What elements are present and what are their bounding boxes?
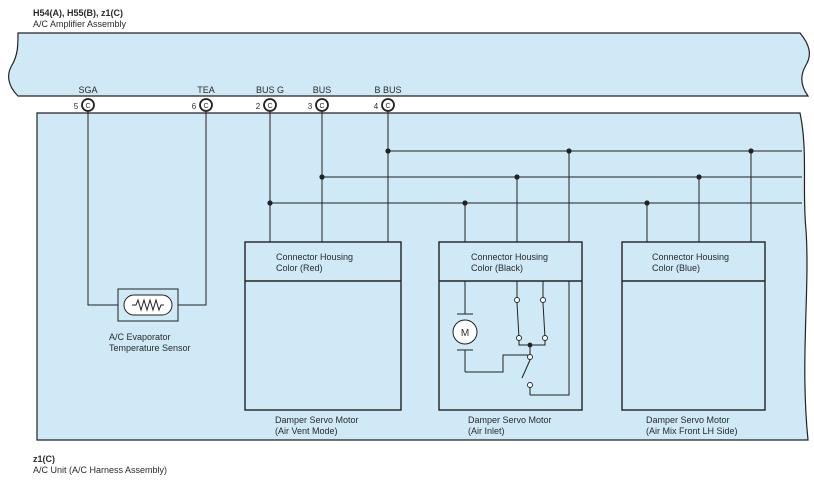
junction-dots (267, 148, 754, 206)
terminal-bus-pin: 3 (308, 102, 313, 111)
terminal-bbus-pin: 4 (374, 102, 379, 111)
limit-switch-contacts (514, 297, 548, 388)
terminal-busg-label: BUS G (256, 85, 284, 95)
housing-blue-line1: Connector Housing (652, 252, 729, 262)
terminal-connector-bus: C (315, 98, 329, 112)
damper-servo-motor-air-inlet (438, 241, 583, 411)
svg-text:C: C (319, 103, 324, 110)
air-inlet-internal-circuit (464, 281, 570, 396)
ac-unit-block (36, 112, 809, 441)
housing-red-line1: Connector Housing (276, 252, 353, 262)
unit-name: A/C Unit (A/C Harness Assembly) (33, 465, 167, 475)
motor-air-inlet-label-line2: (Air Inlet) (468, 426, 505, 436)
terminal-bbus-label: B BUS (374, 85, 401, 95)
terminal-connector-busg: C (263, 98, 277, 112)
amplifier-code: H54(A), H55(B), z1(C) (33, 8, 123, 18)
terminal-bus-label: BUS (313, 85, 332, 95)
terminal-connector-sga: C (81, 98, 95, 112)
sensor-label-line2: Temperature Sensor (109, 343, 191, 353)
motor-air-mix-label-line2: (Air Mix Front LH Side) (646, 426, 738, 436)
sensor-label-line1: A/C Evaporator (109, 332, 171, 342)
motor-air-mix-label-line1: Damper Servo Motor (646, 415, 730, 425)
terminal-tea-label: TEA (197, 85, 215, 95)
housing-black-line1: Connector Housing (471, 252, 548, 262)
svg-text:C: C (203, 103, 208, 110)
svg-text:C: C (85, 103, 90, 110)
motor-icon: M (452, 313, 478, 351)
motor-air-vent-label-line1: Damper Servo Motor (275, 415, 359, 425)
housing-red-line2: Color (Red) (276, 263, 323, 273)
terminal-busg-pin: 2 (256, 102, 261, 111)
amplifier-name: A/C Amplifier Assembly (33, 19, 127, 29)
svg-text:C: C (267, 103, 272, 110)
evaporator-temperature-sensor (117, 288, 179, 322)
amplifier-block (8, 32, 810, 97)
terminal-sga-pin: 5 (74, 102, 79, 111)
damper-servo-motor-air-mix-front-lh (621, 241, 766, 411)
motor-air-inlet-label-line1: Damper Servo Motor (468, 415, 552, 425)
terminal-connector-tea: C (199, 98, 213, 112)
unit-code: z1(C) (33, 454, 55, 464)
terminal-tea-pin: 6 (192, 102, 197, 111)
svg-text:C: C (385, 103, 390, 110)
damper-servo-motor-air-vent-mode (244, 241, 402, 411)
junction-dot-internal (527, 342, 533, 348)
terminal-sga-label: SGA (78, 85, 97, 95)
wiring (87, 111, 802, 306)
motor-air-vent-label-line2: (Air Vent Mode) (275, 426, 338, 436)
housing-black-line2: Color (Black) (471, 263, 523, 273)
terminal-connector-bbus: C (381, 98, 395, 112)
svg-text:M: M (461, 328, 469, 339)
thermistor-icon (132, 298, 164, 312)
housing-blue-line2: Color (Blue) (652, 263, 700, 273)
